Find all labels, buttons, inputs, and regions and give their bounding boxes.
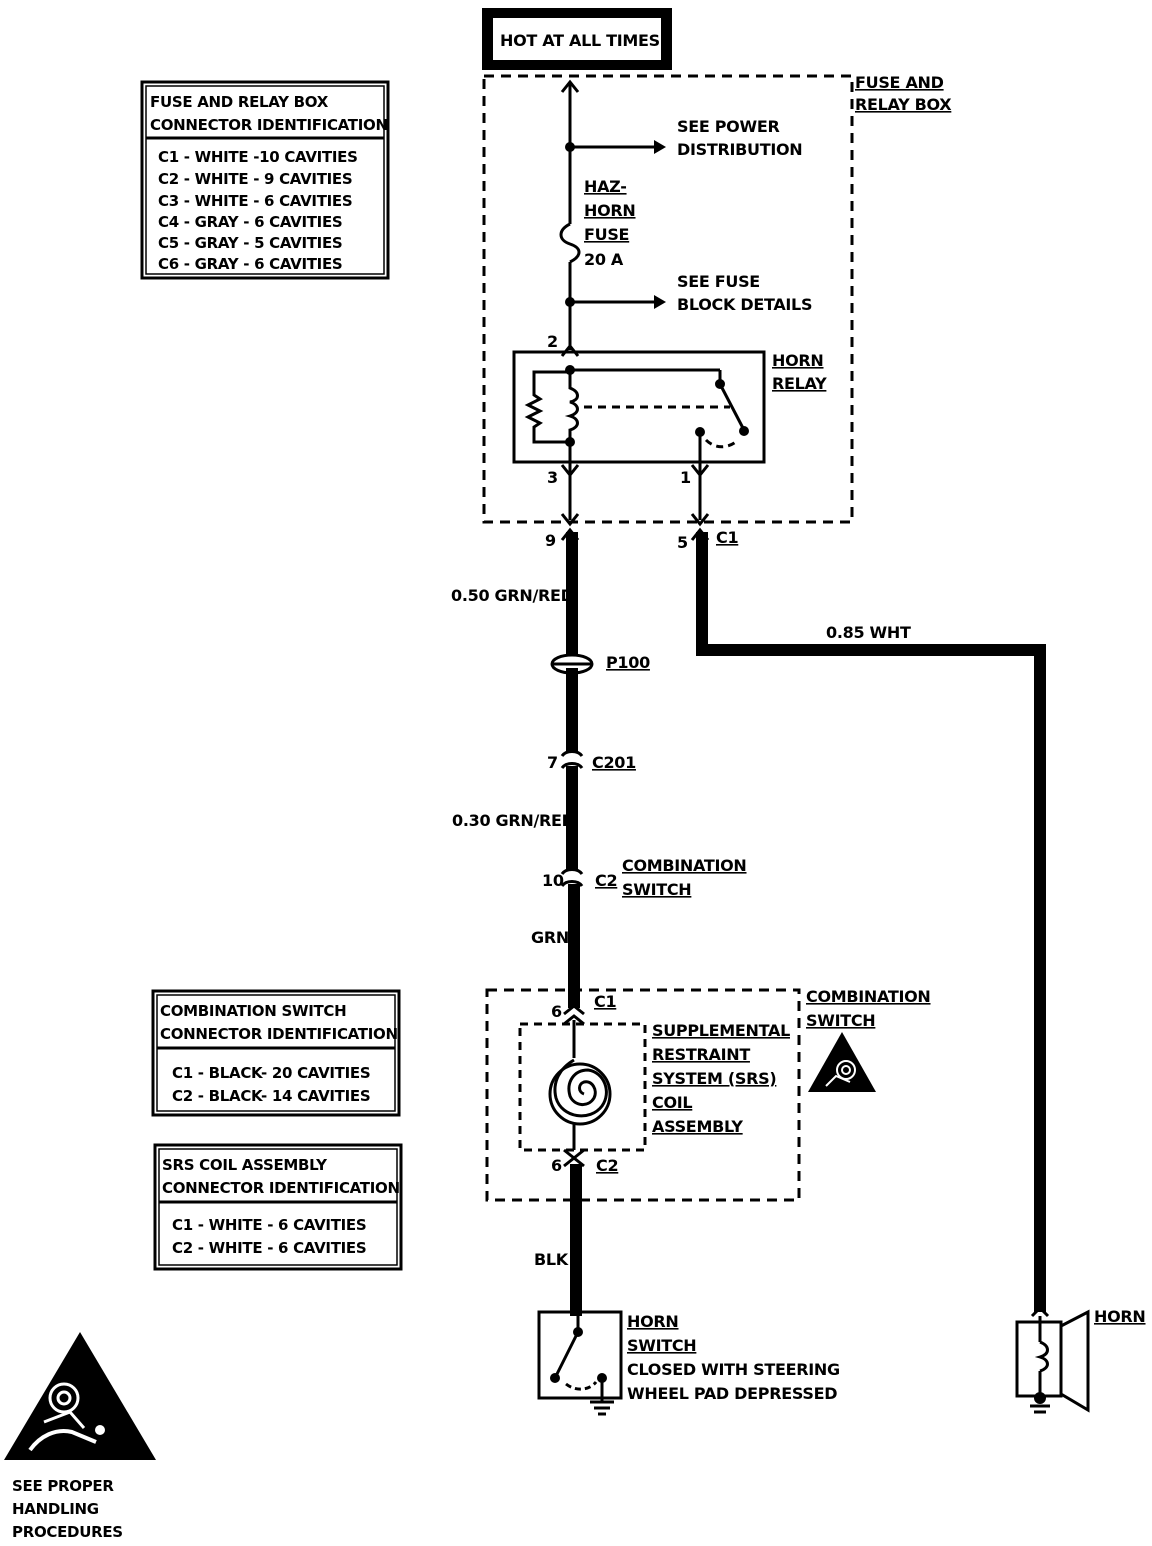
- horn-switch-label-1: HORN: [627, 1312, 679, 1331]
- fuse-relay-table-title-1: FUSE AND RELAY BOX: [150, 93, 329, 111]
- fuse-relay-table-row: C5 - GRAY - 5 CAVITIES: [158, 234, 342, 252]
- fuse-block-branch: [565, 295, 666, 309]
- wire-label-wht-085: 0.85 WHT: [826, 623, 911, 642]
- comb-c2-pin: 10: [542, 871, 564, 890]
- srs-label-4: COIL: [652, 1093, 692, 1112]
- fuse-relay-table-row: C4 - GRAY - 6 CAVITIES: [158, 213, 342, 231]
- fuse-block-label-2: BLOCK DETAILS: [677, 295, 812, 314]
- srs-warning-icon-large: [4, 1332, 156, 1460]
- comb-switch-pin-bottom: 6: [551, 1156, 562, 1175]
- power-distribution-label-2: DISTRIBUTION: [677, 140, 802, 159]
- wire-label-grn-red-030: 0.30 GRN/RED: [452, 811, 575, 830]
- c1-pin-5: 5: [677, 533, 688, 552]
- fuse-relay-table-row: C1 - WHITE -10 CAVITIES: [158, 148, 358, 166]
- fuse-relay-table-title-2: CONNECTOR IDENTIFICATION: [150, 116, 388, 134]
- comb-c2-name: C2: [595, 871, 617, 890]
- warning-label-2: HANDLING: [12, 1500, 99, 1518]
- fuse-relay-table-row: C3 - WHITE - 6 CAVITIES: [158, 192, 352, 210]
- grn-red-wire: [550, 532, 594, 1008]
- power-distribution-label-1: SEE POWER: [677, 117, 779, 136]
- horn-switch-label-4: WHEEL PAD DEPRESSED: [627, 1384, 837, 1403]
- comb-switch-pin-top: 6: [551, 1002, 562, 1021]
- horn-label: HORN: [1094, 1307, 1146, 1326]
- fuse-relay-table-row: C6 - GRAY - 6 CAVITIES: [158, 255, 342, 273]
- relay-to-c1-wires: [560, 464, 710, 520]
- fuse-relay-box-label-2: RELAY BOX: [855, 95, 952, 114]
- fuse-block-label-1: SEE FUSE: [677, 272, 760, 291]
- comb-c2-label-1: COMBINATION: [622, 856, 747, 875]
- srs-label-2: RESTRAINT: [652, 1045, 750, 1064]
- horn-relay-pin-1: 1: [680, 468, 691, 487]
- srs-table-title-1: SRS COIL ASSEMBLY: [162, 1156, 328, 1174]
- srs-warning-icon-small: [808, 1032, 876, 1092]
- comb-table-title-1: COMBINATION SWITCH: [160, 1002, 346, 1020]
- srs-label-3: SYSTEM (SRS): [652, 1069, 776, 1088]
- comb-switch-conn-top: C1: [594, 992, 616, 1011]
- wire-label-grn: GRN: [531, 928, 569, 947]
- power-source-label: HOT AT ALL TIMES: [500, 31, 660, 50]
- horn-relay: [512, 343, 766, 470]
- srs-coil-assembly: [518, 1004, 647, 1168]
- combination-switch-label-2: SWITCH: [806, 1011, 875, 1030]
- fuse-label-1: HAZ-: [584, 177, 627, 196]
- srs-table-row: C1 - WHITE - 6 CAVITIES: [172, 1216, 366, 1234]
- wire-label-blk: BLK: [534, 1250, 569, 1269]
- c201-label: C201: [592, 753, 636, 772]
- srs-label-1: SUPPLEMENTAL: [652, 1021, 790, 1040]
- fuse-relay-connector-table: FUSE AND RELAY BOX CONNECTOR IDENTIFICAT…: [140, 80, 390, 280]
- combination-switch-box: [485, 988, 801, 1202]
- horn-switch-label-2: SWITCH: [627, 1336, 696, 1355]
- fuse-label-2: HORN: [584, 201, 636, 220]
- combination-switch-label-1: COMBINATION: [806, 987, 931, 1006]
- horn-component: [1015, 1305, 1090, 1414]
- c1-connector-name: C1: [716, 528, 738, 547]
- horn-relay-pin-3: 3: [547, 468, 558, 487]
- c201-pin: 7: [547, 753, 558, 772]
- power-feed-wire: [560, 79, 666, 224]
- comb-c2-label-2: SWITCH: [622, 880, 691, 899]
- haz-horn-fuse-symbol: [559, 222, 581, 350]
- comb-table-row: C2 - BLACK- 14 CAVITIES: [172, 1087, 370, 1105]
- horn-switch-label-3: CLOSED WITH STEERING: [627, 1360, 840, 1379]
- horn-relay-label-1: HORN: [772, 351, 824, 370]
- c1-pin-9: 9: [545, 531, 556, 550]
- wire-label-grn-red-050: 0.50 GRN/RED: [451, 586, 574, 605]
- srs-table-title-2: CONNECTOR IDENTIFICATION: [162, 1179, 400, 1197]
- comb-switch-conn-bottom: C2: [596, 1156, 618, 1175]
- wht-wire: [696, 532, 1046, 1312]
- fuse-rating: 20 A: [584, 250, 624, 269]
- srs-table-row: C2 - WHITE - 6 CAVITIES: [172, 1239, 366, 1257]
- horn-relay-label-2: RELAY: [772, 374, 827, 393]
- warning-label-1: SEE PROPER: [12, 1477, 114, 1495]
- warning-label-3: PROCEDURES: [12, 1523, 123, 1541]
- comb-table-row: C1 - BLACK- 20 CAVITIES: [172, 1064, 370, 1082]
- comb-table-title-2: CONNECTOR IDENTIFICATION: [160, 1025, 398, 1043]
- srs-label-5: ASSEMBLY: [652, 1117, 743, 1136]
- splice-p100-label: P100: [606, 653, 650, 672]
- fuse-label-3: FUSE: [584, 225, 629, 244]
- combination-switch-connector-table: COMBINATION SWITCH CONNECTOR IDENTIFICAT…: [151, 989, 401, 1117]
- fuse-relay-table-row: C2 - WHITE - 9 CAVITIES: [158, 170, 352, 188]
- power-source-box: HOT AT ALL TIMES: [482, 8, 672, 70]
- fuse-relay-box-label-1: FUSE AND: [855, 73, 944, 92]
- horn-switch: [537, 1310, 623, 1416]
- horn-relay-pin-2: 2: [547, 332, 558, 351]
- fuse-relay-box: FUSE AND RELAY BOX: [482, 73, 953, 524]
- srs-coil-connector-table: SRS COIL ASSEMBLY CONNECTOR IDENTIFICATI…: [153, 1143, 403, 1271]
